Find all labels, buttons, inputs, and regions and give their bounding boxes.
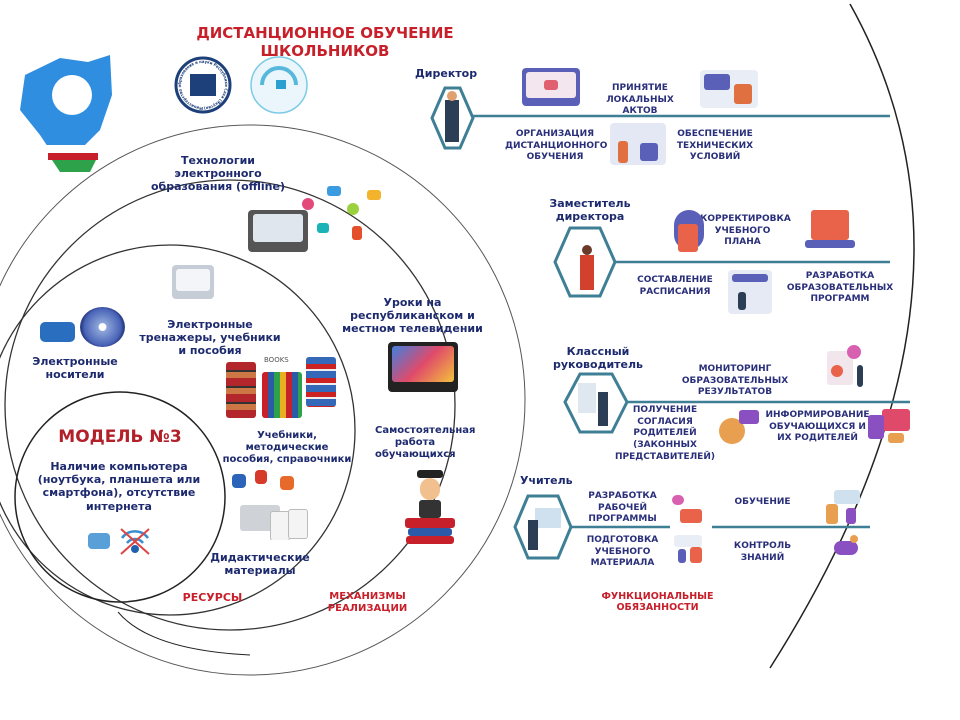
pdf-doc-icon — [255, 470, 267, 484]
powerpoint-doc-icon — [280, 476, 294, 490]
meeting-illustration — [700, 70, 758, 108]
duty-organize-distance: ОРГАНИЗАЦИЯ ДИСТАНЦИОННОГО ОБУЧЕНИЯ — [505, 129, 608, 163]
role-teacher: Учитель — [520, 474, 573, 487]
duty-work-program: РАЗРАБОТКА РАБОЧЕЙ ПРОГРАММЫ — [588, 491, 657, 525]
media-circle — [0, 244, 356, 616]
label-didactic: Дидактические материалы — [210, 551, 310, 578]
school-building-illustration — [805, 200, 855, 250]
resources-circle — [4, 179, 456, 631]
teaching-illustration — [824, 490, 862, 525]
label-tech-offline: Технологии электронного образования (off… — [150, 154, 286, 194]
duty-informing: ИНФОРМИРОВАНИЕ ОБУЧАЮЩИХСЯ И ИХ РОДИТЕЛЕ… — [765, 410, 870, 444]
monitoring-illustration — [823, 345, 871, 391]
page-title: ДИСТАНЦИОННОЕ ОБУЧЕНИЕ ШКОЛЬНИКОВ — [196, 24, 454, 60]
label-resources: РЕСУРСЫ — [182, 591, 243, 604]
schedule-illustration — [728, 270, 772, 314]
duty-curriculum-correction: КОРРЕКТИРОВКА УЧЕБНОГО ПЛАНА — [700, 214, 791, 248]
usb-stick-icon — [40, 322, 75, 342]
duty-edu-programs: РАЗРАБОТКА ОБРАЗОВАТЕЛЬНЫХ ПРОГРАММ — [786, 271, 894, 305]
printer-documents-illustration — [240, 495, 310, 540]
label-textbooks: Учебники, методические пособия, справочн… — [222, 430, 352, 465]
tv-illustration — [388, 342, 458, 392]
local-acts-illustration — [522, 68, 580, 106]
model-title: МОДЕЛЬ №3 — [58, 427, 182, 447]
label-e-media: Электронные носители — [32, 355, 118, 382]
word-doc-icon — [232, 474, 246, 488]
label-self-work: Самостоятельная работа обучающихся — [375, 425, 476, 460]
director-figure — [445, 100, 459, 142]
duty-monitoring-results: МОНИТОРИНГ ОБРАЗОВАТЕЛЬНЫХ РЕЗУЛЬТАТОВ — [681, 364, 789, 398]
deputy-figure — [580, 255, 594, 290]
distance-learning-illustration — [610, 123, 666, 165]
books-illustration: BOOKS — [226, 352, 338, 420]
functions-arc — [769, 3, 915, 669]
laptop-illustration — [248, 210, 308, 252]
material-illustration — [672, 535, 706, 565]
circle-edge-lines — [117, 611, 251, 656]
label-mechanisms: МЕХАНИЗМЫ РЕАЛИЗАЦИИ — [327, 591, 408, 614]
duty-technical-conditions: ОБЕСПЕЧЕНИЕ ТЕХНИЧЕСКИХ УСЛОВИЙ — [676, 129, 754, 163]
label-e-trainers: Электронные тренажеры, учебники и пособи… — [139, 318, 281, 358]
duty-schedule: СОСТАВЛЕНИЕ РАСПИСАНИЯ — [637, 275, 713, 297]
laptop-icon — [88, 533, 110, 549]
duty-prepare-material: ПОДГОТОВКА УЧЕБНОГО МАТЕРИАЛА — [586, 535, 659, 569]
teacher-monitor — [535, 508, 561, 528]
consent-target-illustration — [713, 408, 761, 448]
knowledge-control-illustration — [830, 535, 862, 561]
duty-parent-consent: ПОЛУЧЕНИЕ СОГЛАСИЯ РОДИТЕЛЕЙ (ЗАКОННЫХ П… — [615, 405, 715, 462]
work-program-illustration — [672, 493, 706, 525]
computer-monitor-illustration — [172, 265, 214, 299]
elearning-splash-illustration — [292, 178, 387, 248]
duty-knowledge-control: КОНТРОЛЬ ЗНАНИЙ — [733, 541, 792, 563]
model-circle — [14, 391, 226, 603]
curriculum-illustration — [662, 210, 706, 256]
student-illustration — [402, 470, 457, 545]
model-description: Наличие компьютера (ноутбука, планшета и… — [37, 460, 201, 513]
duty-local-acts: ПРИНЯТИЕ ЛОКАЛЬНЫХ АКТОВ — [606, 83, 674, 117]
cd-discs-icon — [80, 307, 125, 347]
label-tv-lessons: Уроки на республиканском и местном телев… — [342, 296, 483, 336]
board-figure — [578, 383, 596, 413]
mechanisms-circle — [0, 124, 526, 676]
megaphone-illustration — [868, 405, 914, 445]
no-wifi-icon — [120, 528, 150, 555]
label-functional-duties: ФУНКЦИОНАЛЬНЫЕ ОБЯЗАННОСТИ — [601, 591, 714, 614]
role-class-teacher: Классный руководитель — [552, 345, 644, 372]
books-label: BOOKS — [264, 356, 289, 364]
role-deputy-director: Заместитель директора — [549, 197, 631, 224]
duty-teaching: ОБУЧЕНИЕ — [734, 497, 791, 507]
role-director: Директор — [415, 67, 478, 80]
